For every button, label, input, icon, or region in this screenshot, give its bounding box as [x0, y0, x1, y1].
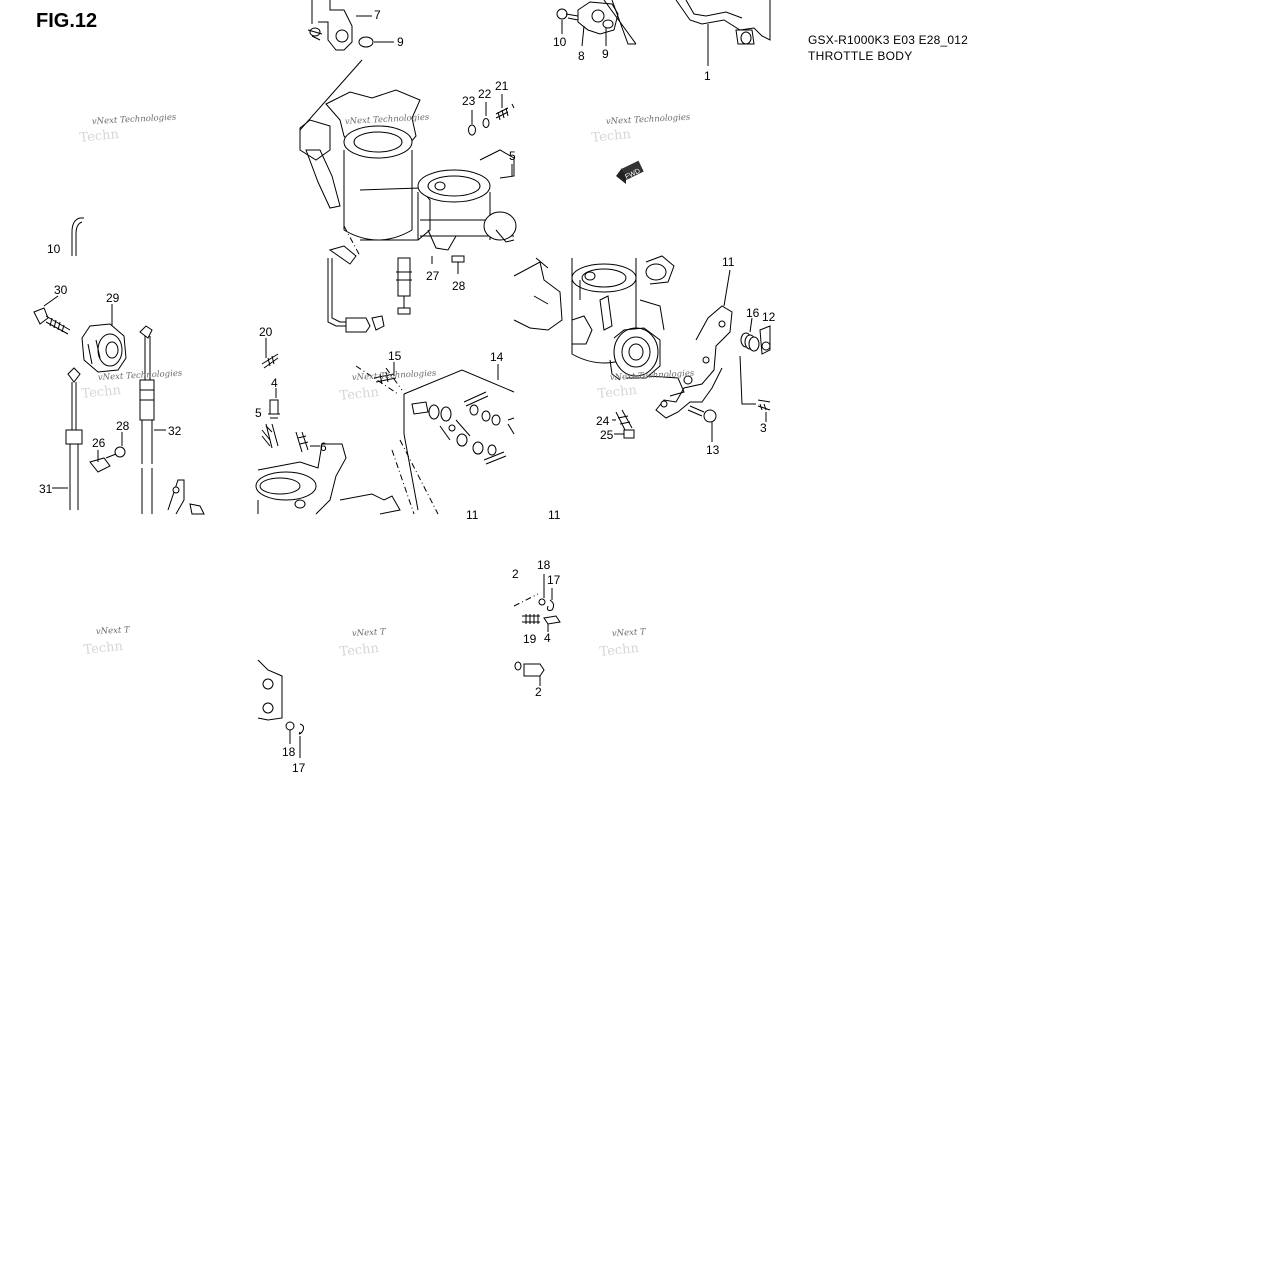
tile-bottom-right: vNext T Techn 2 18 17 19 4 2 [512, 558, 647, 699]
fwd-arrow: FWD [616, 160, 644, 184]
callout-25: 25 [600, 428, 614, 442]
callout-2: 2 [535, 685, 542, 699]
screw-20 [261, 338, 279, 369]
callout-21: 21 [495, 79, 509, 93]
callout-26: 26 [92, 436, 106, 450]
watermark-text: vNext Technologies [98, 369, 183, 383]
callout-9: 9 [397, 35, 404, 49]
throttle-body-part [299, 89, 517, 265]
cable-drum-29 [81, 304, 127, 373]
throttle-shaft-part [675, 0, 771, 66]
cable-32 [139, 325, 166, 514]
callout-23: 23 [462, 94, 476, 108]
clamp-26-28 [89, 432, 126, 473]
watermark-text: vNext Technologies [352, 369, 437, 383]
tile-top-right: FWD vNext Technologies Techn 10 8 9 1 [553, 0, 771, 184]
callout-4: 4 [271, 376, 278, 390]
watermark-text: vNext Technologies [606, 113, 691, 127]
watermark-text: vNext Technologies [610, 369, 695, 383]
callout-19: 19 [523, 632, 537, 646]
callout-14: 14 [490, 350, 504, 364]
watermark-frag: Techn [339, 385, 380, 404]
callout-11a: 11 [466, 508, 479, 522]
hose-part [327, 255, 465, 333]
model-code: GSX-R1000K3 E03 E28_012 [808, 33, 969, 47]
watermark-text: vNext Technologies [345, 113, 430, 127]
tile-bottom-left: vNext T Techn [83, 625, 131, 658]
callout-9b: 9 [602, 47, 609, 61]
callout-18: 18 [282, 745, 296, 759]
callout-28b: 28 [116, 419, 130, 433]
bolt-30 [33, 295, 71, 335]
callout-32: 32 [168, 424, 182, 438]
callout-10: 10 [553, 35, 567, 49]
callout-6: 6 [320, 440, 327, 454]
bracket-bottom-left [167, 479, 205, 515]
callout-5: 5 [509, 149, 516, 163]
throttle-position-sensor-part [299, 0, 394, 131]
bracket-lower [257, 659, 305, 758]
tile-middle-right: vNext Technologies Techn 11 16 12 24 25 … [513, 255, 776, 457]
callout-4b: 4 [544, 631, 551, 645]
callout-2a: 2 [512, 567, 519, 581]
throttle-body-right [513, 255, 675, 381]
screw-24-25-13 [612, 405, 717, 442]
watermark-text: vNext T [352, 627, 388, 639]
sensor-part [556, 0, 637, 47]
callout-27: 27 [426, 269, 440, 283]
watermark-frag: Techn [597, 383, 638, 402]
springs-16-12-3 [739, 317, 771, 422]
callout-20: 20 [259, 325, 273, 339]
callout-1: 1 [704, 69, 711, 83]
watermark-frag: Techn [83, 639, 124, 658]
figure-title: FIG.12 [36, 10, 98, 32]
throttle-body-lower [255, 443, 401, 515]
callout-12: 12 [762, 310, 776, 324]
callout-22: 22 [478, 87, 492, 101]
callout-5b: 5 [255, 406, 262, 420]
watermark-text: vNext T [96, 625, 132, 637]
callout-31: 31 [39, 482, 53, 496]
callout-17: 17 [292, 761, 306, 775]
parts-4-5-6 [261, 388, 320, 453]
callout-24: 24 [596, 414, 610, 428]
callout-16: 16 [746, 306, 760, 320]
linkage-14 [355, 362, 515, 515]
watermark-frag: Techn [591, 127, 632, 146]
callout-3: 3 [760, 421, 767, 435]
callout-11b: 11 [548, 508, 561, 522]
callout-7: 7 [374, 8, 381, 22]
callout-17b: 17 [547, 573, 561, 587]
callout-13: 13 [706, 443, 720, 457]
callout-18b: 18 [537, 558, 551, 572]
tile-left: vNext Technologies Techn 10 [33, 113, 205, 515]
callout-15: 15 [388, 349, 402, 363]
callout-30: 30 [54, 283, 68, 297]
callout-11: 11 [722, 255, 735, 269]
watermark-text: vNext Technologies [92, 113, 177, 127]
watermark-text: vNext T [612, 627, 648, 639]
tile-middle-center: vNext Technologies Techn 20 4 5 6 15 14 … [255, 325, 561, 522]
callout-28: 28 [452, 279, 466, 293]
small-parts-21-23 [468, 94, 515, 176]
callout-29: 29 [106, 291, 120, 305]
watermark-frag: Techn [79, 127, 120, 146]
bracket-11 [647, 269, 733, 419]
watermark-frag: Techn [339, 641, 380, 660]
section-title: THROTTLE BODY [808, 49, 913, 61]
callout-10c: 10 [47, 242, 61, 256]
cable-31 [52, 367, 83, 510]
watermark-frag: Techn [599, 641, 640, 660]
tile-top-center: vNext Technologies 7 9 23 22 21 5 27 28 [299, 0, 517, 333]
tile-bottom-center: vNext T Techn 18 17 [257, 627, 388, 775]
callout-8: 8 [578, 49, 585, 63]
watermark-frag: Techn [81, 383, 122, 402]
small-parts-17-19 [513, 574, 561, 686]
